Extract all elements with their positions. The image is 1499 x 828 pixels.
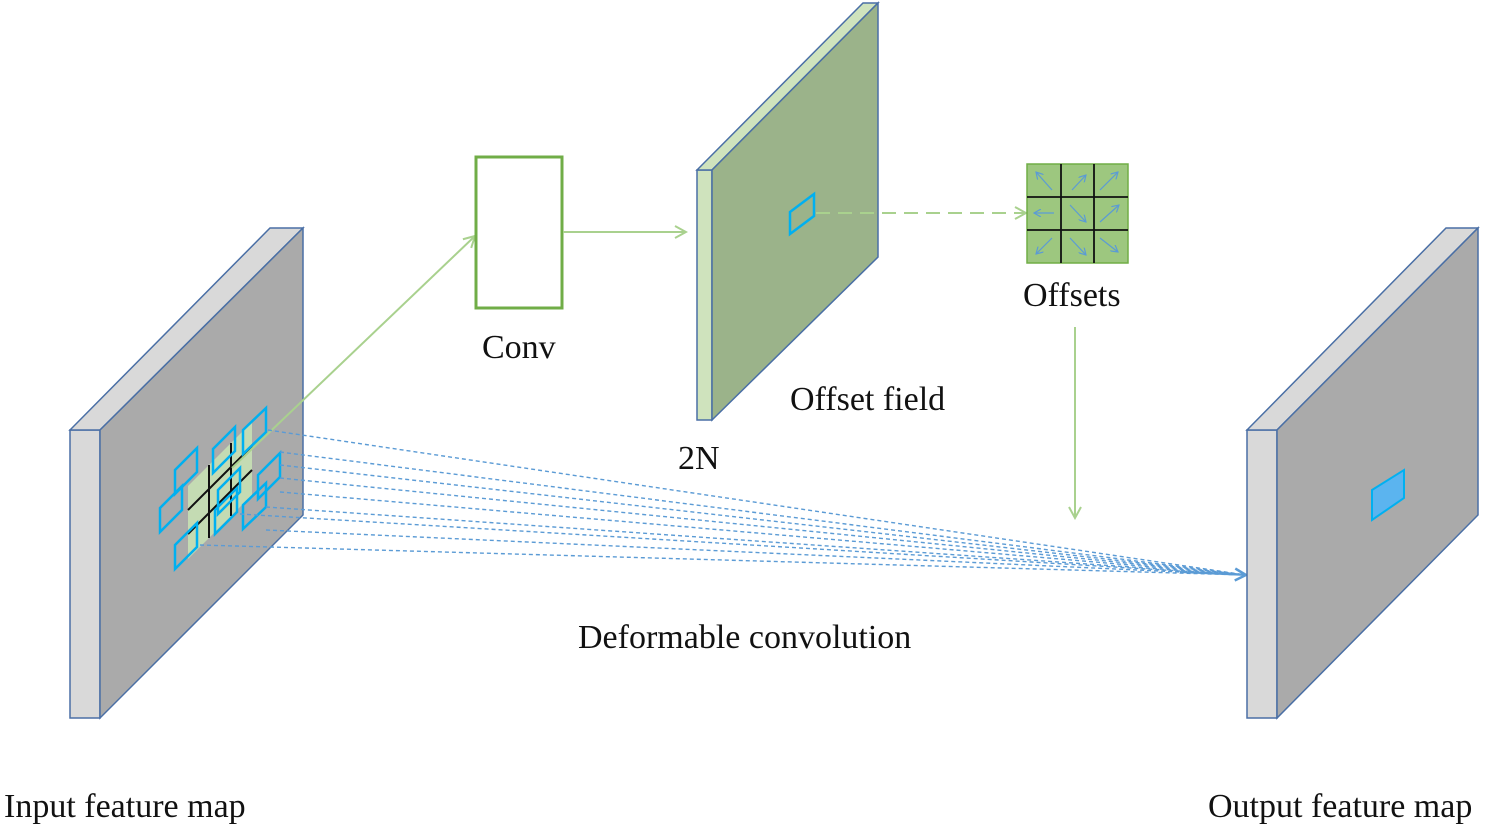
- arrow-to-output: [1179, 572, 1246, 575]
- offset-field-side: [696, 169, 713, 421]
- input-feature-map-label: Input feature map: [4, 788, 246, 825]
- channels-label: 2N: [678, 440, 720, 477]
- arrow-input-to-conv: [231, 236, 475, 469]
- offset-field: [695, 1, 880, 422]
- offset-field-label: Offset field: [790, 381, 946, 418]
- output-map-face: [1276, 226, 1479, 720]
- offset-field-face: [711, 1, 879, 422]
- conv-label: Conv: [482, 329, 556, 366]
- offsets-grid: [1026, 163, 1129, 264]
- offset-field-sample: [788, 191, 816, 237]
- input-map-side: [69, 429, 101, 719]
- projection-lines: [199, 429, 1247, 576]
- offsets-label: Offsets: [1023, 277, 1121, 314]
- input-feature-map: [68, 226, 305, 720]
- output-feature-map-label: Output feature map: [1208, 788, 1473, 825]
- output-pixel: [1371, 468, 1405, 522]
- offset-vectors: [1034, 172, 1119, 255]
- deformable-convolution-label: Deformable convolution: [578, 619, 912, 656]
- output-map-side: [1246, 429, 1278, 719]
- output-feature-map: [1245, 226, 1480, 720]
- conv-box: [474, 155, 564, 310]
